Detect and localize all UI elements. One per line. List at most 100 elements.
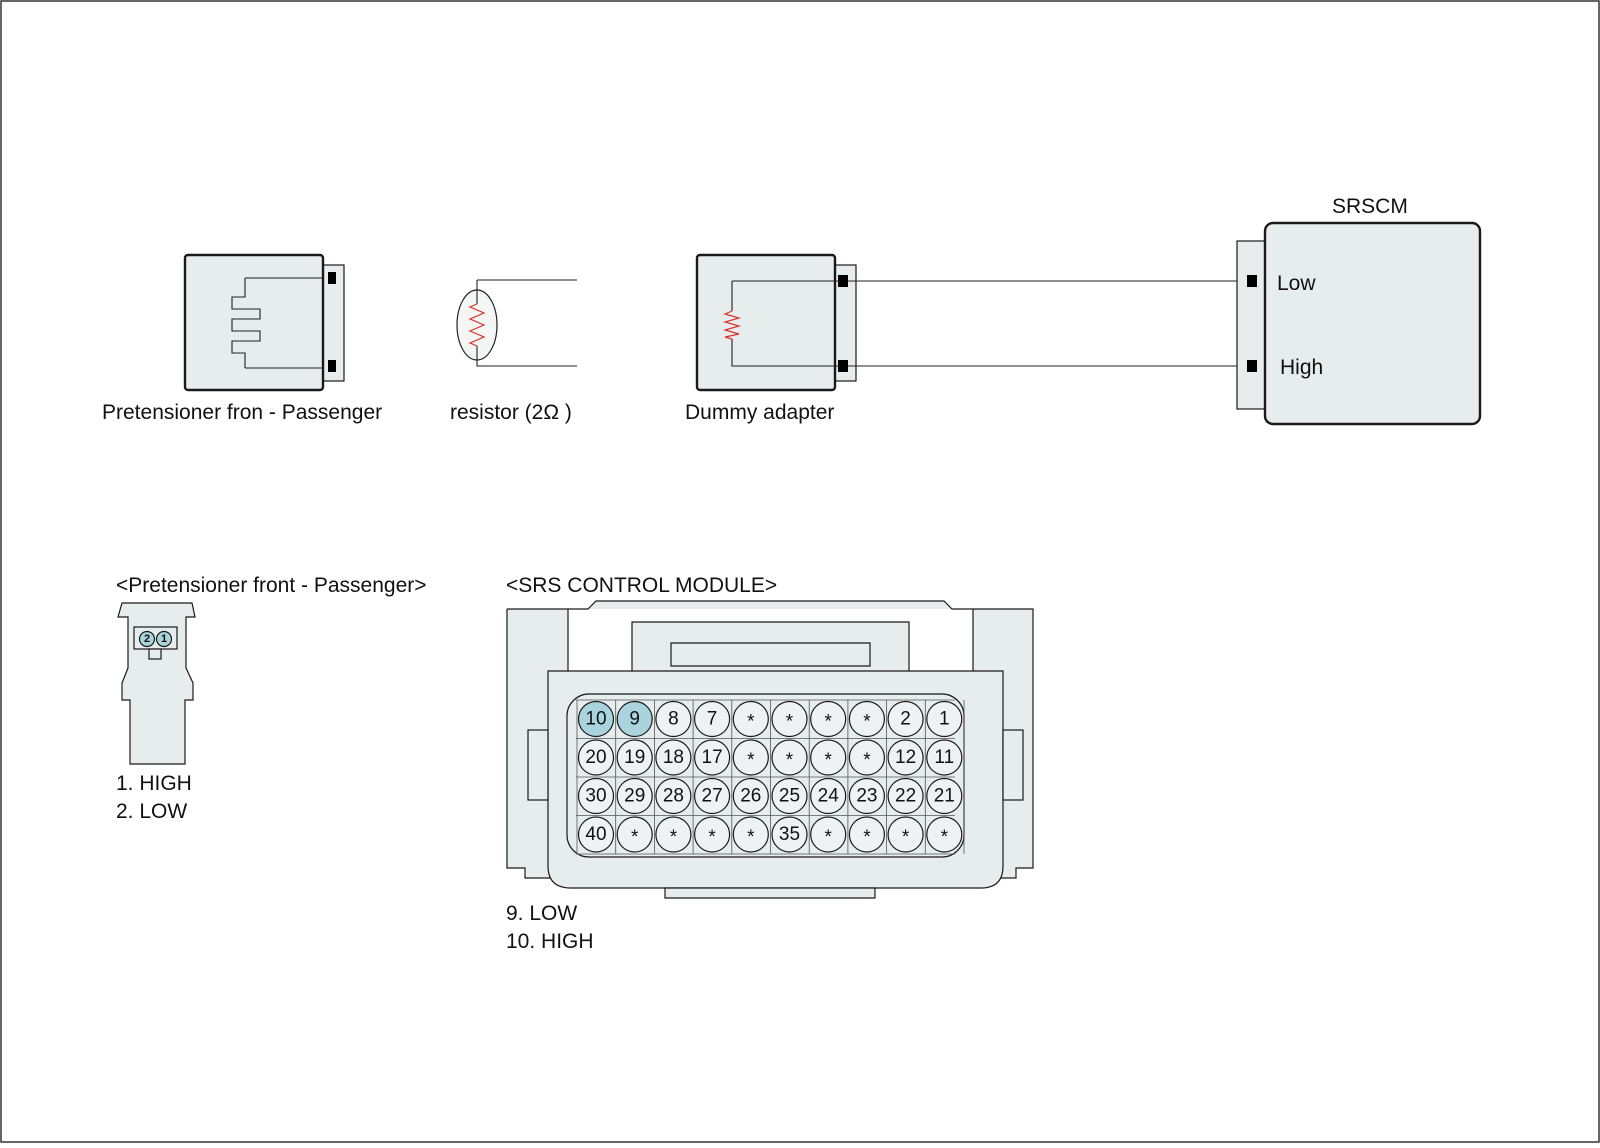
srs-module-bottom-tab bbox=[664, 887, 876, 899]
srs-pin-29 bbox=[616, 777, 653, 815]
srs-pin-7 bbox=[693, 700, 731, 738]
pretensioner-pin-1 bbox=[155, 630, 173, 648]
srs-pin-label: * bbox=[824, 827, 832, 848]
srs-pin-label: 26 bbox=[740, 786, 761, 807]
srs-module-legend-1: 9. LOW bbox=[506, 902, 577, 925]
srs-pin-label: * bbox=[824, 750, 832, 771]
srs-pin-label: 11 bbox=[934, 747, 954, 768]
srs-pin-unused bbox=[771, 739, 808, 776]
srs-pin-unused bbox=[693, 816, 731, 853]
srs-pin-label: 10 bbox=[585, 709, 606, 730]
srs-pin-35 bbox=[771, 816, 808, 853]
srs-pin-label: 19 bbox=[624, 747, 645, 768]
srs-pin-label: 40 bbox=[585, 824, 606, 845]
srs-pin-2 bbox=[887, 700, 924, 738]
pretensioner-legend-1: 1. HIGH bbox=[116, 772, 192, 795]
srs-pin-label: 30 bbox=[585, 786, 606, 807]
srs-pin-label: 1 bbox=[939, 709, 950, 730]
srs-pin-23 bbox=[848, 777, 886, 815]
pretensioner-connector-title: <Pretensioner front - Passenger> bbox=[116, 574, 427, 597]
resistor-label: resistor (2Ω ) bbox=[450, 401, 572, 424]
srs-pin-label: 25 bbox=[779, 786, 800, 807]
resistor-block: resistor (2Ω ) bbox=[450, 279, 577, 424]
srs-pin-unused bbox=[848, 816, 886, 853]
srs-pin-label: * bbox=[747, 712, 755, 733]
pretensioner-pin-2 bbox=[138, 630, 156, 648]
srs-module-left-clip bbox=[527, 729, 549, 801]
srs-module-legend-2: 10. HIGH bbox=[506, 930, 594, 953]
srs-pin-9 bbox=[616, 700, 653, 738]
dummy-adapter-terminal-top bbox=[838, 275, 848, 287]
srscm-body bbox=[1263, 221, 1482, 426]
srs-pin-18 bbox=[655, 739, 692, 776]
srs-pin-unused bbox=[732, 816, 769, 853]
srs-pin-label: * bbox=[631, 827, 639, 848]
srs-pin-label: * bbox=[708, 827, 716, 848]
srs-pin-17 bbox=[693, 739, 731, 776]
srscm-block: SRSCM Low High bbox=[1236, 195, 1482, 426]
srs-pin-unused bbox=[848, 700, 886, 738]
srs-pin-26 bbox=[732, 777, 769, 815]
srs-pin-label: 18 bbox=[663, 747, 684, 768]
srs-pin-label: 21 bbox=[934, 786, 955, 807]
srs-pin-label: 2 bbox=[900, 709, 911, 730]
srs-pin-unused bbox=[616, 816, 653, 853]
srs-pin-label: * bbox=[747, 750, 755, 771]
srs-pin-label: * bbox=[747, 827, 755, 848]
srs-pin-20 bbox=[577, 739, 615, 776]
resistor-symbol bbox=[468, 303, 486, 347]
srs-pin-11 bbox=[926, 739, 963, 776]
srs-pin-unused bbox=[887, 816, 924, 853]
srs-pin-1 bbox=[926, 700, 963, 738]
srs-pin-unused bbox=[810, 739, 847, 776]
srscm-socket bbox=[1236, 240, 1268, 410]
srs-pin-unused bbox=[810, 816, 847, 853]
srs-pin-label: * bbox=[670, 827, 678, 848]
pretensioner-legend-2: 2. LOW bbox=[116, 800, 187, 823]
dummy-adapter-label: Dummy adapter bbox=[685, 401, 834, 424]
pretensioner-squib-symbol bbox=[231, 277, 322, 369]
dummy-adapter-terminal-bottom bbox=[838, 360, 848, 372]
pretensioner-terminal-bottom bbox=[328, 360, 336, 372]
pretensioner-pin-2-label: 2 bbox=[144, 633, 150, 645]
srs-pin-label: * bbox=[863, 827, 871, 848]
srs-pin-label: 12 bbox=[895, 747, 916, 768]
srs-pin-label: 22 bbox=[895, 786, 916, 807]
srs-pin-19 bbox=[616, 739, 653, 776]
srs-pin-unused bbox=[810, 700, 847, 738]
srs-pin-unused bbox=[848, 739, 886, 776]
srs-pin-label: 7 bbox=[707, 709, 718, 730]
srs-pin-label: * bbox=[786, 712, 794, 733]
srs-pin-21 bbox=[926, 777, 963, 815]
srs-pin-unused bbox=[771, 700, 808, 738]
srs-pin-25 bbox=[771, 777, 808, 815]
pretensioner-terminal-top bbox=[328, 272, 336, 284]
srs-pin-30 bbox=[577, 777, 615, 815]
srs-pin-unused bbox=[655, 816, 692, 853]
srs-pin-label: 20 bbox=[585, 747, 606, 768]
srs-pin-10 bbox=[577, 700, 615, 738]
resistor-leads bbox=[476, 279, 577, 367]
dummy-adapter-body bbox=[695, 253, 837, 392]
srs-pin-12 bbox=[887, 739, 924, 776]
srs-pin-label: * bbox=[863, 712, 871, 733]
pretensioner-pin-1-label: 1 bbox=[161, 633, 167, 645]
dummy-adapter-block: Dummy adapter bbox=[685, 253, 857, 424]
dummy-adapter-wiring bbox=[731, 280, 840, 367]
srs-pin-label: 29 bbox=[624, 786, 645, 807]
srs-module-title: <SRS CONTROL MODULE> bbox=[506, 574, 777, 597]
srs-pin-label: 9 bbox=[629, 709, 640, 730]
pretensioner-label: Pretensioner fron - Passenger bbox=[102, 401, 382, 424]
srs-pin-label: * bbox=[863, 750, 871, 771]
srs-pin-unused bbox=[926, 816, 963, 853]
srs-pin-27 bbox=[693, 777, 731, 815]
srs-module-grid bbox=[576, 699, 965, 855]
srs-pin-unused bbox=[732, 739, 769, 776]
srs-module-right-clip bbox=[1002, 729, 1024, 801]
srs-pin-label: 24 bbox=[818, 786, 840, 807]
